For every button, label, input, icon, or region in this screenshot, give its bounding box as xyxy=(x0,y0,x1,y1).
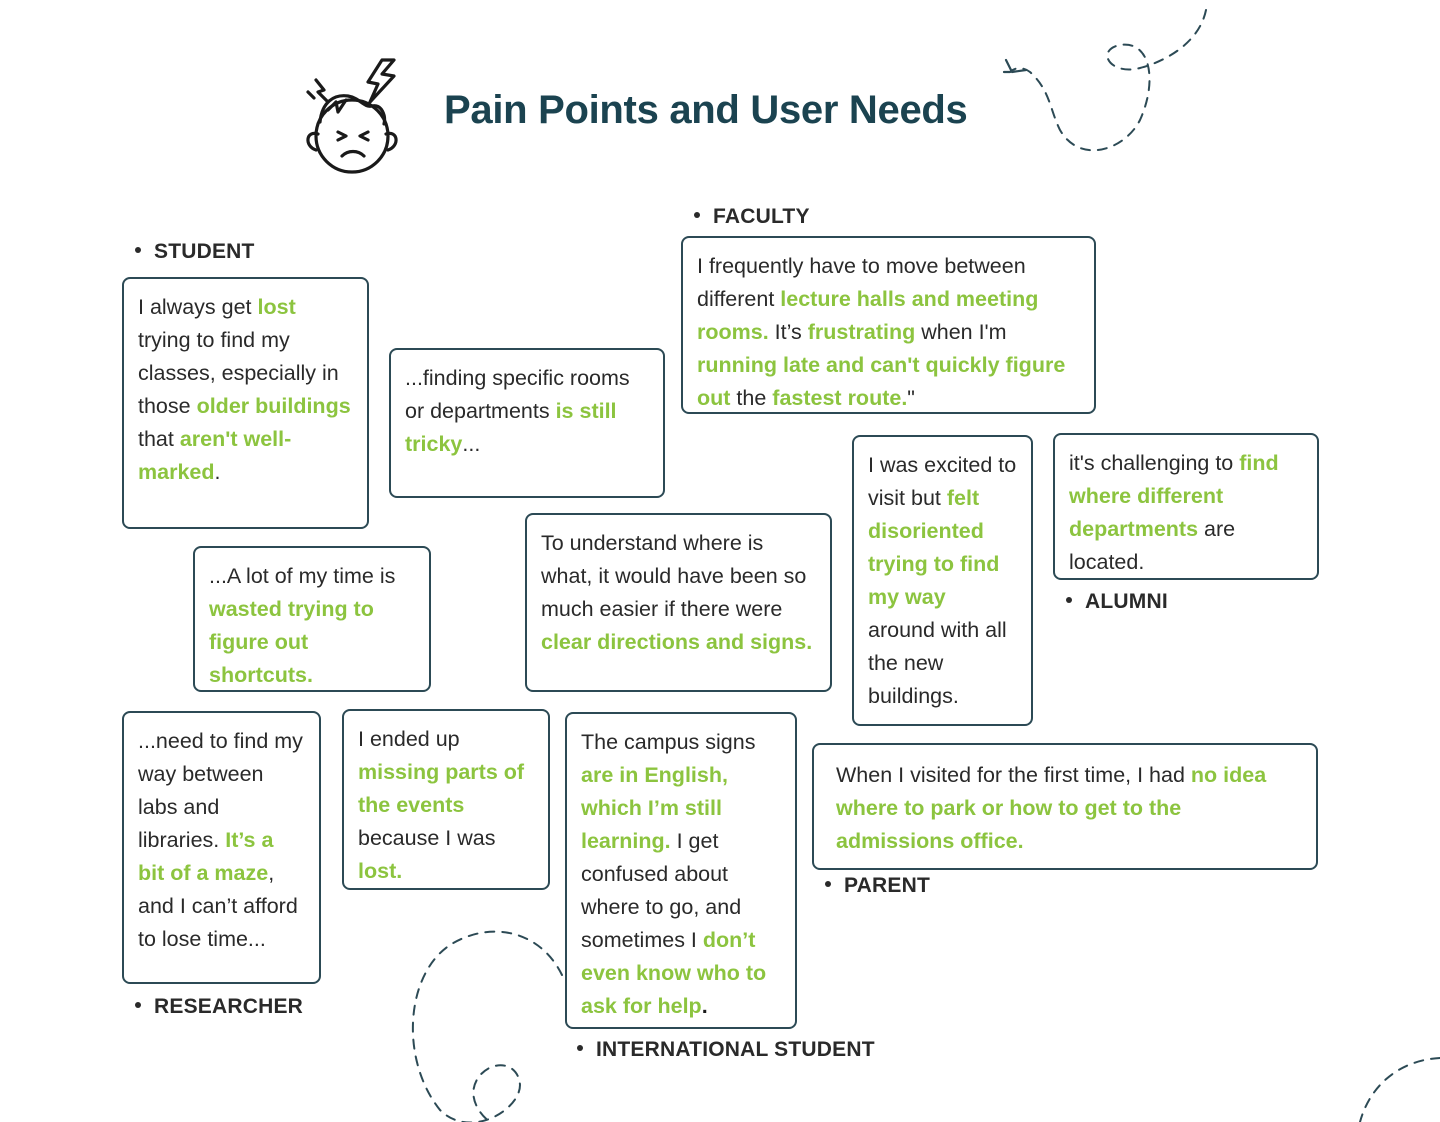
quote-card-student-2: ...finding specific rooms or departments… xyxy=(389,348,665,498)
label-alumni: ALUMNI xyxy=(1066,590,1168,614)
label-student: STUDENT xyxy=(135,240,255,264)
quote-card-faculty: I frequently have to move between differ… xyxy=(681,236,1096,414)
page-title: Pain Points and User Needs xyxy=(444,88,968,132)
quote-card-international-student: The campus signs are in English, which I… xyxy=(565,712,797,1029)
label-international-student: INTERNATIONAL STUDENT xyxy=(577,1038,875,1062)
quote-card-student-1: I always get lost trying to find my clas… xyxy=(122,277,369,529)
label-researcher: RESEARCHER xyxy=(135,995,303,1019)
quote-card-student-3: ...A lot of my time is wasted trying to … xyxy=(193,546,431,692)
frustrated-face-icon xyxy=(306,58,398,174)
quote-card-student-4: To understand where is what, it would ha… xyxy=(525,513,832,692)
quote-card-alumni-1: I was excited to visit but felt disorien… xyxy=(852,435,1033,726)
label-parent: PARENT xyxy=(825,874,930,898)
label-faculty: FACULTY xyxy=(694,205,810,229)
quote-card-parent: When I visited for the first time, I had… xyxy=(812,743,1318,870)
quote-card-researcher-2: I ended up missing parts of the events b… xyxy=(342,709,550,890)
quote-card-alumni-2: it's challenging to find where different… xyxy=(1053,433,1319,580)
quote-card-researcher: ...need to find my way between labs and … xyxy=(122,711,321,984)
